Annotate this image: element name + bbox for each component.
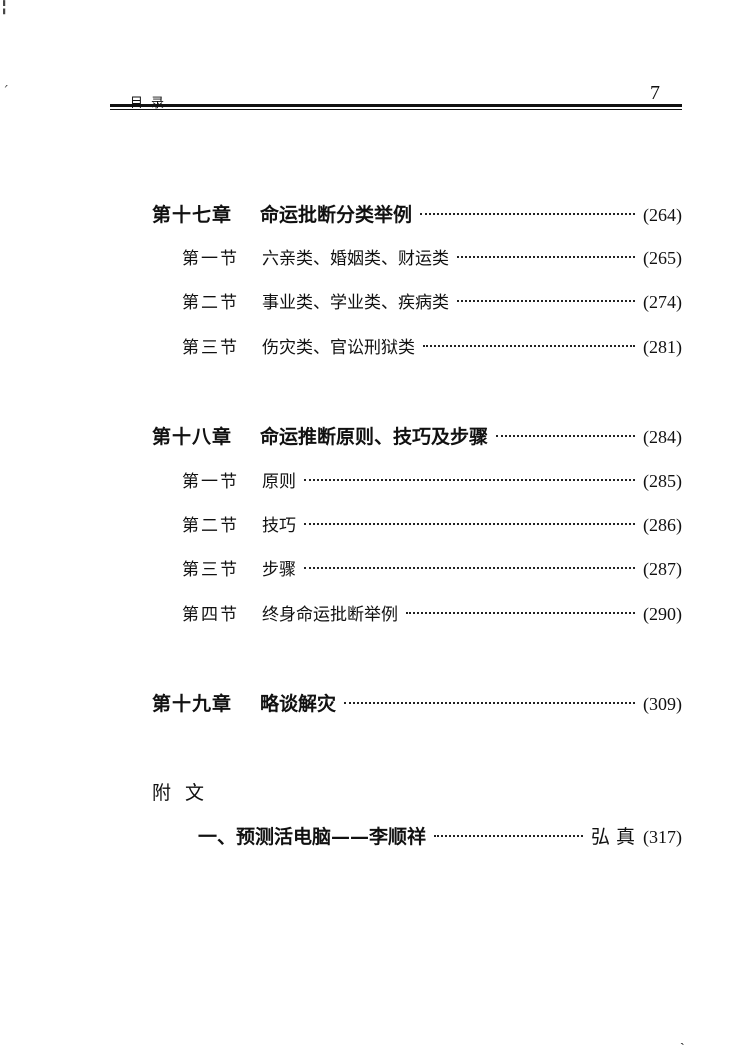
toc-section-row[interactable]: 第一节 原则 (285)	[182, 467, 682, 492]
toc-section-row[interactable]: 第三节 步骤 (287)	[182, 555, 682, 580]
section-title: 原则	[262, 472, 296, 492]
header-rule	[110, 104, 682, 107]
toc-section-row[interactable]: 第二节 事业类、学业类、疾病类 (274)	[182, 288, 682, 313]
page-ref: (281)	[643, 337, 682, 357]
leader-dots	[304, 479, 635, 481]
page-ref: (290)	[643, 604, 682, 624]
toc-chapter-row[interactable]: 第十九章 略谈解灾 (309)	[152, 689, 682, 716]
chapter-title: 命运推断原则、技巧及步骤	[260, 426, 489, 448]
section-title: 六亲类、婚姻类、财运类	[262, 249, 449, 269]
running-header: 目录 7	[110, 82, 682, 112]
page-ref: (265)	[643, 248, 682, 268]
toc-section-row[interactable]: 第三节 伤灾类、官讼刑狱类 (281)	[182, 333, 682, 358]
section-label: 第二节	[182, 293, 239, 313]
leader-dots	[434, 835, 583, 837]
leader-dots	[304, 523, 635, 525]
leader-dots	[406, 612, 635, 614]
section-label: 第三节	[182, 560, 239, 580]
section-label: 第一节	[182, 249, 239, 269]
header-title: 目录	[130, 92, 172, 111]
edge-mark: ˊ	[2, 84, 9, 100]
chapter-label: 第十七章	[152, 204, 233, 226]
chapter-title: 略谈解灾	[260, 693, 337, 715]
edge-mark: ╏	[0, 0, 9, 16]
chapter-label: 第十九章	[152, 693, 233, 715]
leader-dots	[420, 213, 635, 215]
leader-dots	[344, 702, 635, 704]
toc-chapter-row[interactable]: 第十八章 命运推断原则、技巧及步骤 (284)	[152, 422, 682, 449]
page-ref: (284)	[643, 427, 682, 447]
chapter-label: 第十八章	[152, 426, 233, 448]
page-ref: (287)	[643, 559, 682, 579]
page-ref: (286)	[643, 515, 682, 535]
leader-dots	[457, 256, 635, 258]
page-ref: (274)	[643, 292, 682, 312]
toc-appendix-row[interactable]: 一、预测活电脑——李顺祥 弘真 (317)	[198, 822, 682, 849]
page-ref: (285)	[643, 471, 682, 491]
toc-section-row[interactable]: 第一节 六亲类、婚姻类、财运类 (265)	[182, 244, 682, 269]
section-title: 技巧	[262, 516, 296, 536]
leader-dots	[457, 300, 635, 302]
page-number: 7	[650, 82, 660, 104]
chapter-title: 命运批断分类举例	[260, 204, 413, 226]
appendix-heading: 附文	[152, 782, 219, 804]
section-label: 第二节	[182, 516, 239, 536]
header-rule-thin	[110, 109, 682, 110]
page-ref: (317)	[643, 827, 682, 847]
section-label: 第四节	[182, 605, 239, 625]
section-title: 终身命运批断举例	[262, 605, 398, 625]
leader-dots	[496, 435, 635, 437]
section-title: 事业类、学业类、疾病类	[262, 293, 449, 313]
page-ref: (264)	[643, 205, 682, 225]
appendix-author: 弘真	[590, 826, 641, 848]
section-label: 第三节	[182, 338, 239, 358]
toc-chapter-row[interactable]: 第十七章 命运批断分类举例 (264)	[152, 200, 682, 227]
page-ref: (309)	[643, 694, 682, 714]
scan-mark: ˏ	[680, 1030, 685, 1046]
leader-dots	[304, 567, 635, 569]
section-label: 第一节	[182, 472, 239, 492]
section-title: 伤灾类、官讼刑狱类	[262, 338, 415, 358]
leader-dots	[423, 345, 635, 347]
toc-section-row[interactable]: 第四节 终身命运批断举例 (290)	[182, 600, 682, 625]
toc-section-row[interactable]: 第二节 技巧 (286)	[182, 511, 682, 536]
appendix-title: 一、预测活电脑——李顺祥	[198, 826, 427, 848]
section-title: 步骤	[262, 560, 296, 580]
